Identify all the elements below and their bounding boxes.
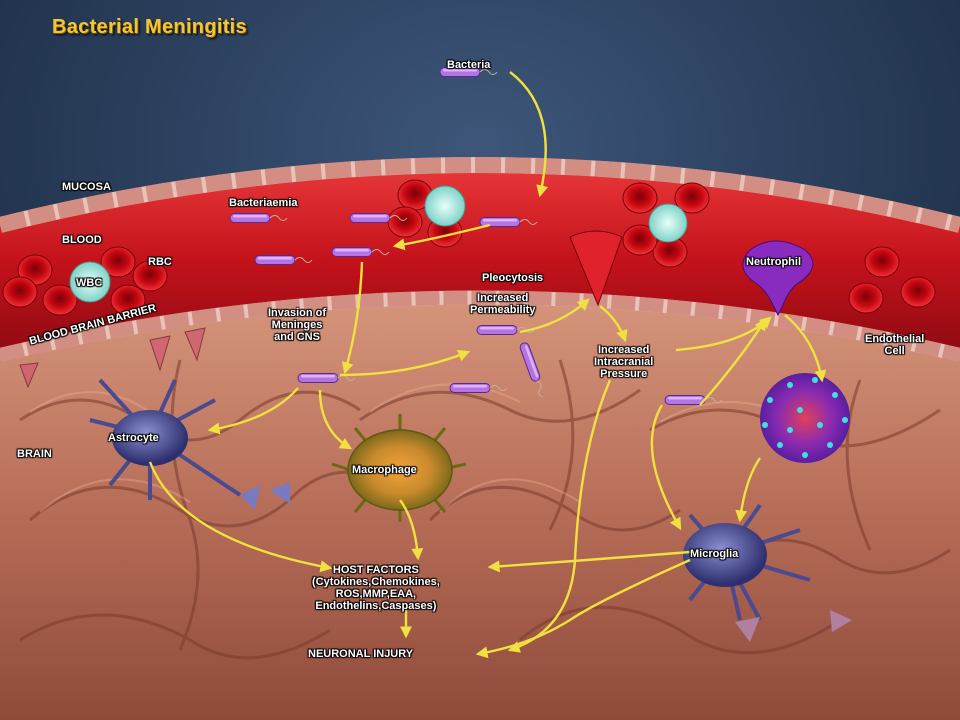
label-neutrophil: Neutrophil bbox=[746, 256, 801, 268]
label-line: Cell bbox=[884, 345, 905, 357]
label-increased-icp: Increased Intracranial Pressure bbox=[594, 344, 653, 380]
label-bacteria: Bacteria bbox=[447, 59, 491, 71]
label-line: Invasion of bbox=[268, 307, 327, 319]
label-line: (Cytokines,Chemokines, bbox=[312, 576, 440, 588]
label-pleocytosis: Pleocytosis bbox=[482, 272, 544, 284]
label-astrocyte: Astrocyte bbox=[108, 432, 159, 444]
label-line: ROS,MMP,EAA, bbox=[335, 588, 417, 600]
label-brain: BRAIN bbox=[17, 448, 52, 460]
label-line: Increased bbox=[597, 344, 650, 356]
diagram-title: Bacterial Meningitis bbox=[52, 16, 247, 38]
label-increased-permeability: Increased Permeability bbox=[470, 292, 535, 316]
label-invasion: Invasion of Meninges and CNS bbox=[268, 307, 326, 343]
label-rbc: RBC bbox=[148, 256, 172, 268]
label-line: Increased bbox=[477, 292, 529, 304]
label-mucosa: MUCOSA bbox=[62, 181, 111, 193]
microglia-cell bbox=[683, 503, 852, 642]
label-neuronal-injury: NEURONAL INJURY bbox=[308, 648, 414, 660]
macrophage-cell bbox=[331, 414, 467, 522]
label-line: Pressure bbox=[600, 368, 648, 380]
label-endothelial-cell: Endothelial Cell bbox=[865, 333, 924, 357]
label-line: HOST FACTORS bbox=[332, 564, 419, 576]
neutrophil-large bbox=[760, 373, 850, 463]
label-line: Intracranial bbox=[594, 356, 654, 368]
label-host-factors: HOST FACTORS (Cytokines,Chemokines, ROS,… bbox=[312, 564, 440, 612]
label-blood: BLOOD bbox=[62, 234, 102, 246]
label-bacteriaemia: Bacteriaemia bbox=[229, 197, 298, 209]
label-line: Permeability bbox=[470, 304, 536, 316]
label-line: Endothelins,Caspases) bbox=[315, 600, 437, 612]
label-line: Meninges bbox=[271, 319, 323, 331]
label-microglia: Microglia bbox=[690, 548, 739, 560]
label-line: and CNS bbox=[274, 331, 320, 343]
label-macrophage: Macrophage bbox=[352, 464, 417, 476]
label-wbc: WBC bbox=[76, 277, 103, 289]
astrocyte-cell bbox=[89, 378, 290, 510]
label-line: Endothelial bbox=[865, 333, 925, 345]
pathway-arrows bbox=[148, 71, 827, 659]
